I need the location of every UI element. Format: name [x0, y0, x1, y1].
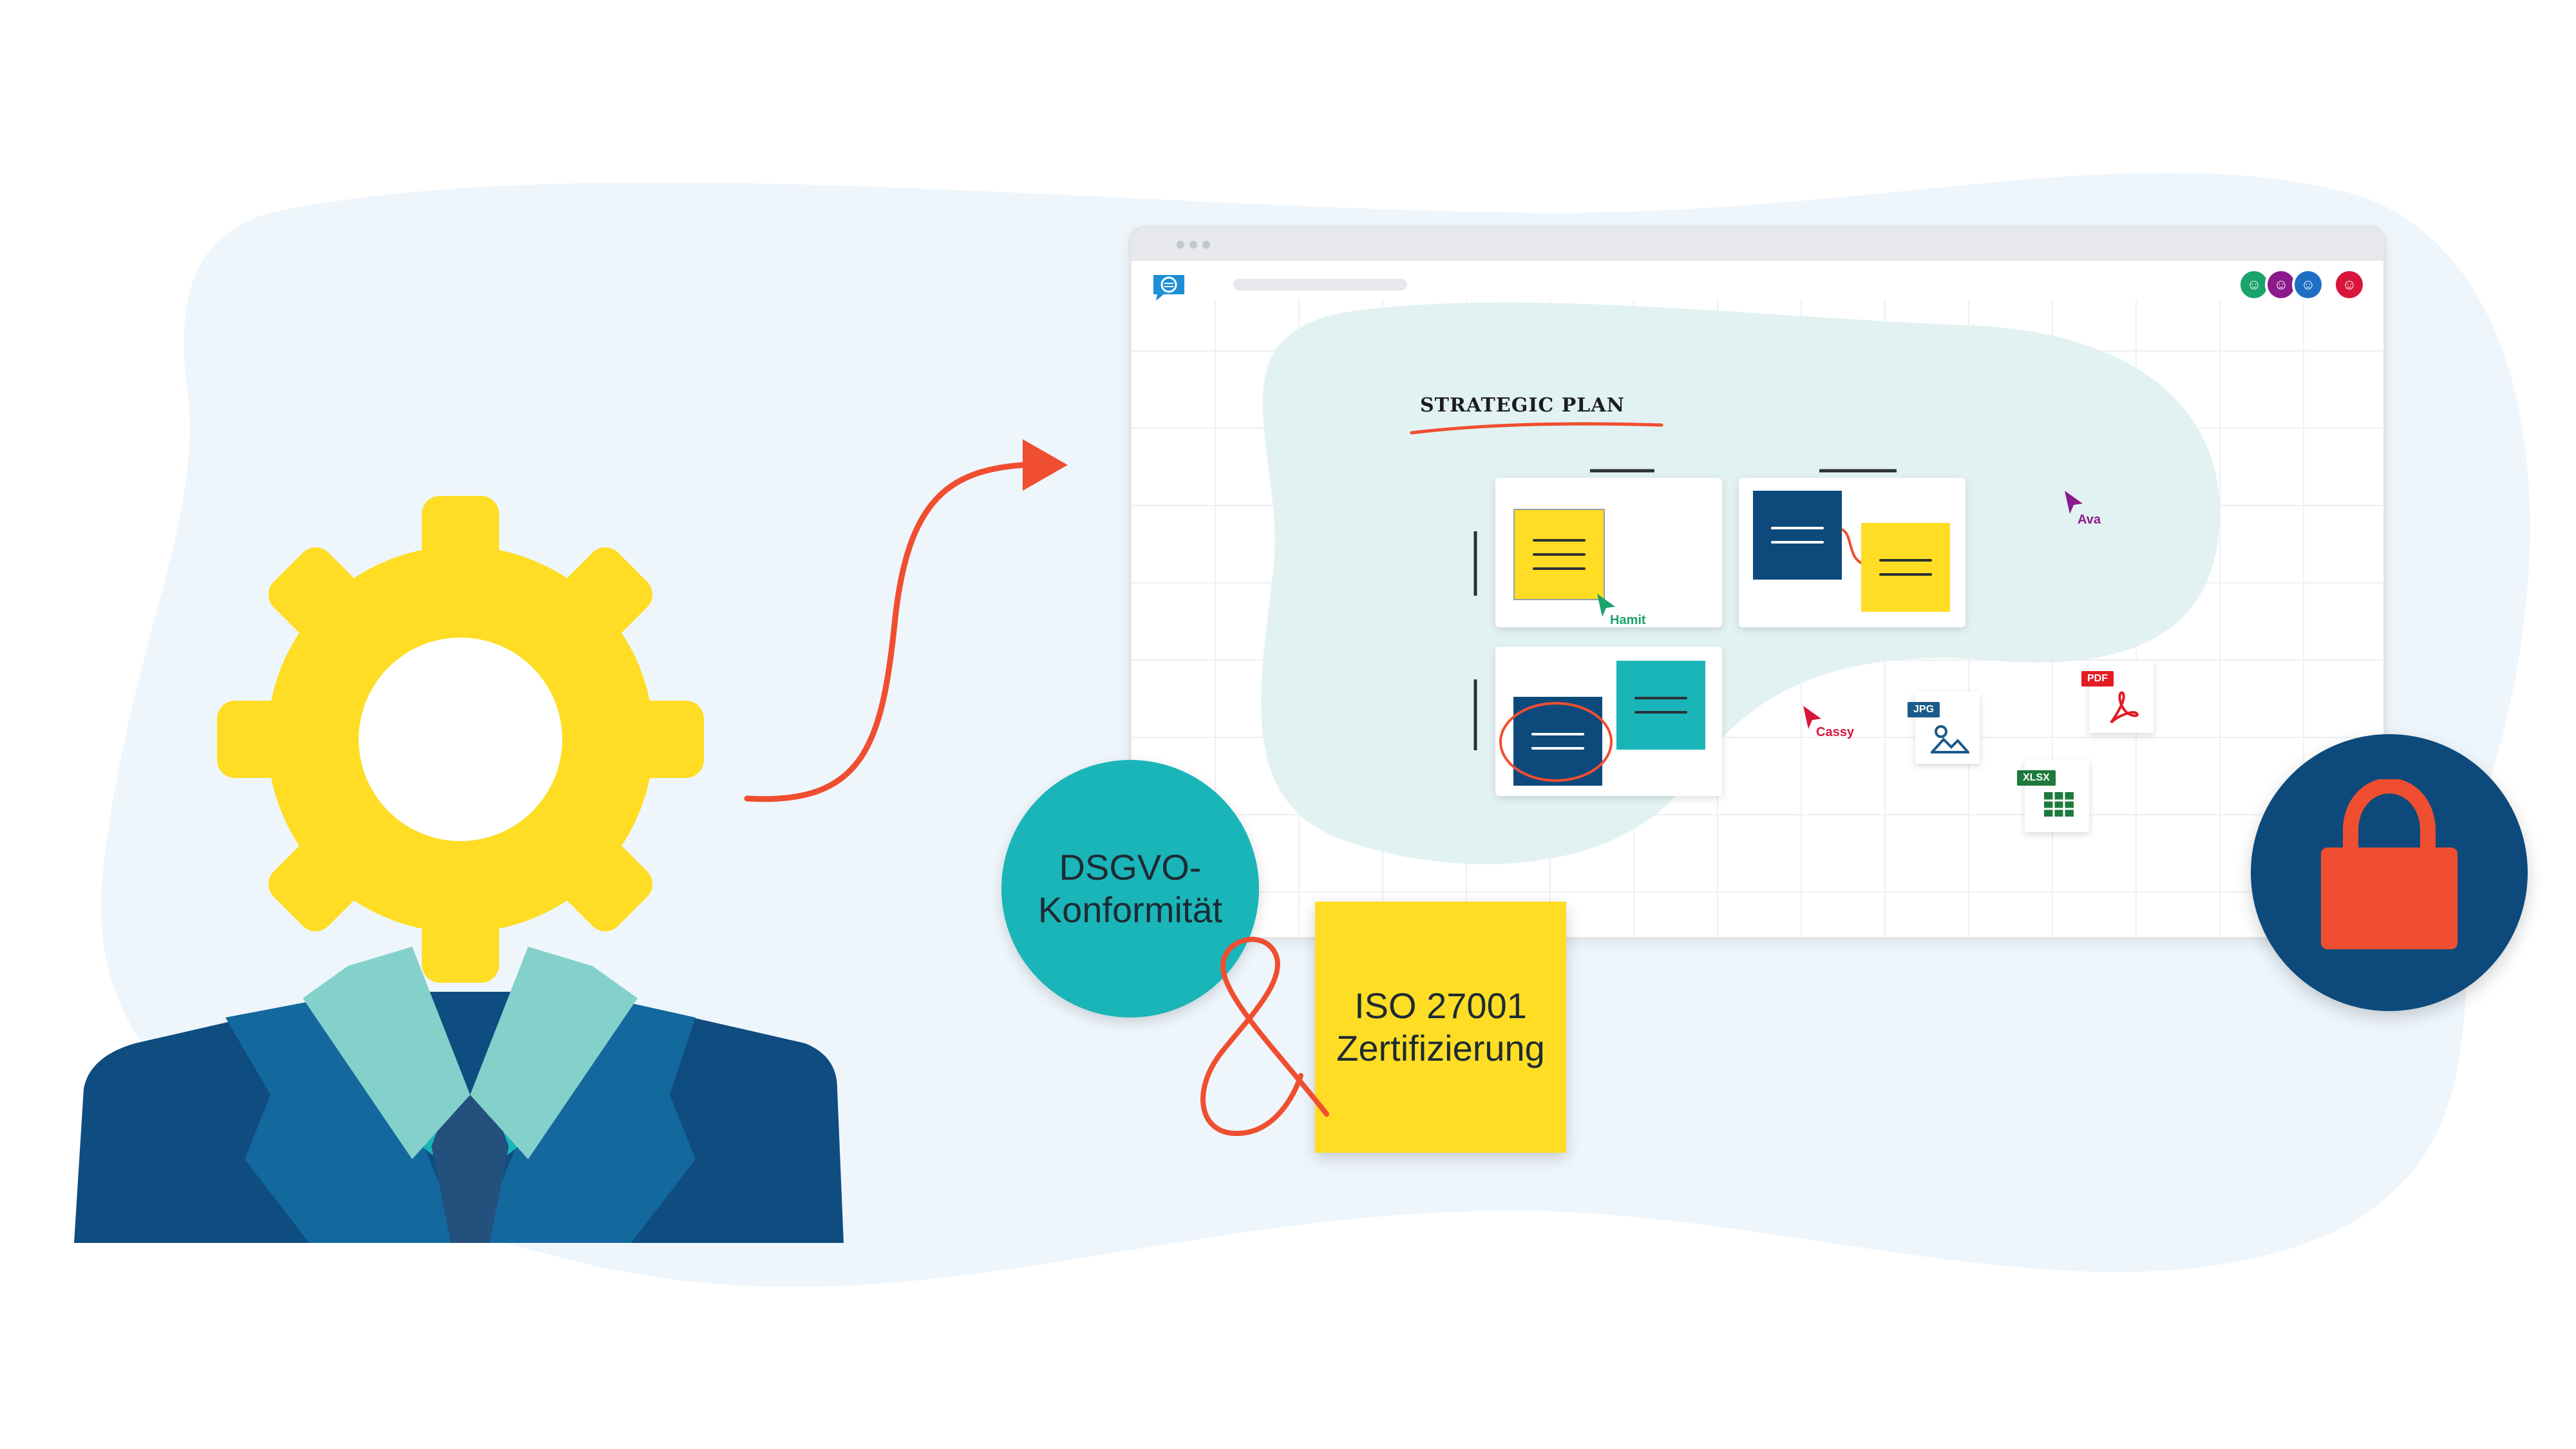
text-line	[1634, 711, 1688, 714]
window-dot	[1177, 241, 1184, 249]
board-title: STRATEGIC PLAN	[1420, 394, 1625, 417]
file-type-label: XLSX	[2017, 770, 2056, 786]
circle-annotation	[1499, 702, 1613, 782]
text-line	[1770, 527, 1824, 529]
spreadsheet-icon	[2044, 792, 2074, 817]
chat-bubble-logo-icon[interactable]	[1151, 272, 1187, 302]
jpg-file-icon[interactable]: JPG	[1908, 692, 1980, 764]
collaborator-avatars: ☺ ☺ ☺ ☺	[2238, 269, 2365, 305]
window-dot	[1202, 241, 1210, 249]
connector-line	[1841, 528, 1866, 565]
sticky-note[interactable]	[1861, 523, 1950, 612]
cursor-label: Cassy	[1816, 725, 1854, 739]
text-line	[1531, 733, 1585, 735]
gear-icon	[217, 496, 704, 983]
text-line	[1531, 747, 1585, 750]
sticky-note[interactable]	[1513, 509, 1605, 600]
text-line	[1879, 573, 1933, 576]
cursor-arrow-icon	[1803, 706, 1821, 729]
iso-badge: ISO 27001 Zertifizierung	[1315, 902, 1566, 1153]
address-bar[interactable]	[1233, 279, 1407, 290]
window-titlebar	[1132, 229, 2383, 261]
ampersand-icon	[1200, 936, 1329, 1137]
sticky-note[interactable]	[1513, 697, 1602, 786]
text-line	[1532, 553, 1586, 556]
acrobat-icon	[2110, 691, 2139, 724]
dsgvo-badge: DSGVO- Konformität	[1001, 760, 1259, 1018]
avatar[interactable]: ☺	[2265, 269, 2297, 301]
text-line	[1634, 697, 1688, 699]
pdf-file-icon[interactable]: PDF	[2081, 661, 2154, 733]
title-underline	[1410, 422, 1663, 435]
lock-icon	[2321, 779, 2458, 949]
iso-label: ISO 27001 Zertifizierung	[1336, 985, 1545, 1068]
text-line	[1879, 559, 1933, 562]
curved-arrow-icon	[744, 439, 1068, 802]
file-type-label: PDF	[2081, 671, 2114, 687]
text-line	[1532, 539, 1586, 542]
xlsx-file-icon[interactable]: XLSX	[2017, 760, 2089, 832]
cursor-arrow-icon	[1597, 594, 1615, 617]
cursor-label: Ava	[2078, 513, 2101, 527]
person-illustration	[74, 947, 844, 1243]
window-dot	[1189, 241, 1197, 249]
sticky-note[interactable]	[1616, 661, 1705, 750]
avatar[interactable]: ☺	[2333, 269, 2365, 301]
image-icon	[1931, 725, 1969, 753]
text-line	[1532, 567, 1586, 570]
text-line	[1770, 541, 1824, 544]
sticky-note[interactable]	[1753, 491, 1842, 580]
cursor-arrow-icon	[2065, 491, 2083, 514]
avatar[interactable]: ☺	[2238, 269, 2270, 301]
file-type-label: JPG	[1908, 702, 1940, 717]
cursor-label: Hamit	[1610, 613, 1646, 627]
dsgvo-label: DSGVO- Konformität	[1037, 847, 1223, 930]
avatar[interactable]: ☺	[2292, 269, 2324, 301]
